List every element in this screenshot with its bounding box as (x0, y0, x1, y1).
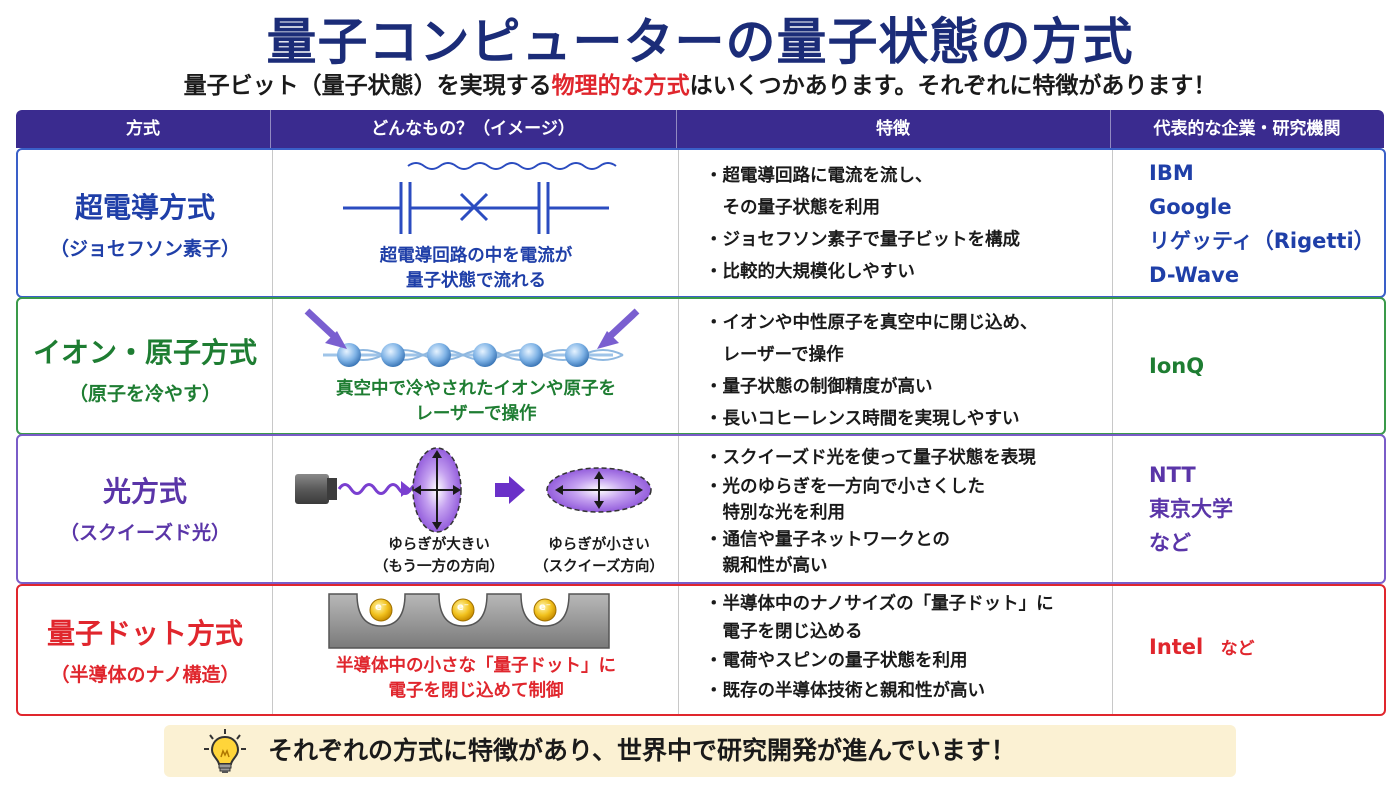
table-row-superconducting: 超電導方式 （ジョセフソン素子） 超電導回路の中を電流が 量子状態で流れる ・超… (16, 148, 1386, 298)
org-item: NTT (1149, 463, 1196, 487)
orgs-cell: IBM Google リゲッティ（Rigetti） D-Wave (1112, 150, 1385, 296)
method-name: 超電導方式 (74, 191, 215, 224)
footer-text: それぞれの方式に特徴があり、世界中で研究開発が進んでいます！ (268, 736, 1016, 765)
image-caption: 超電導回路の中を電流が 量子状態で流れる (273, 244, 679, 294)
table-row-ion-atom: イオン・原子方式 （原子を冷やす） (16, 297, 1386, 435)
feature-item: 電子を閉じ込める (705, 622, 863, 642)
caption-line: （スクイーズ方向） (534, 559, 664, 575)
feature-item: ・イオンや中性原子を真空中に閉じ込め、 (705, 313, 1038, 333)
method-name: イオン・原子方式 (32, 336, 257, 369)
org-item: 東京大学 (1149, 497, 1233, 521)
method-sub: （ジョセフソン素子） (49, 238, 240, 260)
method-sub: （原子を冷やす） (68, 383, 221, 405)
table-row-photonic: 光方式 （スクイーズド光） (16, 434, 1386, 584)
method-sub: （半導体のナノ構造） (50, 664, 240, 686)
caption-line: ゆらぎが大きい (388, 537, 490, 553)
method-name: 量子ドット方式 (46, 617, 243, 650)
caption-line: 量子状態で流れる (406, 271, 546, 291)
table-row-quantum-dot: 量子ドット方式 （半導体のナノ構造） e⁻ e⁻ e⁻ (16, 584, 1386, 716)
feature-item: ・スクイーズド光を使って量子状態を表現 (705, 448, 1036, 468)
image-caption: 半導体中の小さな「量子ドット」に 電子を閉じ込めて制御 (273, 654, 679, 704)
quantum-dot-icon (328, 593, 610, 649)
caption-line: 真空中で冷やされたイオンや原子を (336, 379, 616, 399)
image-cell: 超電導回路の中を電流が 量子状態で流れる (272, 150, 679, 296)
features-cell: ・イオンや中性原子を真空中に閉じ込め、 レーザーで操作 ・量子状態の制御精度が高… (678, 299, 1113, 433)
caption-line: 超電導回路の中を電流が (379, 246, 573, 266)
feature-item: ・既存の半導体技術と親和性が高い (705, 681, 985, 701)
page-subtitle: 量子ビット（量子状態）を実現する物理的な方式はいくつかあります。それぞれに特徴が… (0, 66, 1400, 100)
electron-label: e⁻ (456, 602, 470, 613)
method-cell: 超電導方式 （ジョセフソン素子） (18, 150, 272, 296)
header-orgs: 代表的な企業・研究機関 (1153, 119, 1341, 139)
method-cell: イオン・原子方式 （原子を冷やす） (18, 299, 272, 433)
feature-item: ・電荷やスピンの量子状態を利用 (705, 651, 968, 671)
org-item: IonQ (1149, 354, 1205, 378)
header-method: 方式 (16, 110, 271, 148)
feature-item: レーザーで操作 (705, 345, 844, 365)
josephson-circuit-icon (343, 162, 617, 234)
header-image: どんなもの？（イメージ） (270, 110, 677, 148)
feature-item: ・量子状態の制御精度が高い (705, 377, 933, 397)
lightbulb-icon (204, 729, 246, 773)
caption-left: ゆらぎが大きい （もう一方の方向） (369, 534, 509, 578)
features-cell: ・超電導回路に電流を流し、 その量子状態を利用 ・ジョセフソン素子で量子ビットを… (678, 150, 1113, 296)
org-item: D-Wave (1149, 263, 1240, 287)
image-cell: 真空中で冷やされたイオンや原子を レーザーで操作 (272, 299, 679, 433)
org-suffix: など (1220, 639, 1255, 659)
features-cell: ・スクイーズド光を使って量子状態を表現 ・光のゆらぎを一方向で小さくした 特別な… (678, 436, 1113, 582)
org-item: IBM (1149, 161, 1194, 185)
org-item: など (1149, 531, 1191, 555)
image-caption: 真空中で冷やされたイオンや原子を レーザーで操作 (273, 377, 679, 427)
feature-item: ・超電導回路に電流を流し、 (705, 166, 933, 186)
feature-item: 特別な光を利用 (705, 503, 845, 523)
subtitle-pre: 量子ビット（量子状態）を実現する (183, 73, 552, 99)
method-cell: 光方式 （スクイーズド光） (18, 436, 272, 582)
ion-chain-icon (304, 308, 640, 367)
orgs-cell: Intel など (1112, 586, 1385, 714)
subtitle-highlight: 物理的な方式 (551, 73, 690, 99)
caption-line: レーザーで操作 (415, 404, 537, 424)
feature-item: ・長いコヒーレンス時間を実現しやすい (705, 409, 1020, 429)
caption-line: 電子を閉じ込めて制御 (388, 681, 564, 701)
image-cell: ゆらぎが大きい （もう一方の方向） ゆらぎが小さい （スクイーズ方向） (272, 436, 679, 582)
electron-label: e⁻ (374, 602, 388, 613)
page-title: 量子コンピューターの量子状態の方式 (266, 13, 1134, 71)
table-header: 方式 どんなもの？（イメージ） 特徴 代表的な企業・研究機関 (16, 110, 1384, 148)
footer-banner: それぞれの方式に特徴があり、世界中で研究開発が進んでいます！ (164, 725, 1236, 777)
features-cell: ・半導体中のナノサイズの「量子ドット」に 電子を閉じ込める ・電荷やスピンの量子… (678, 586, 1113, 714)
image-cell: e⁻ e⁻ e⁻ 半導体中の小さな「量子ドット」に 電子を閉じ込めて制御 (272, 586, 679, 714)
method-cell: 量子ドット方式 （半導体のナノ構造） (18, 586, 272, 714)
method-sub: （スクイーズド光） (59, 522, 231, 544)
feature-item: ・比較的大規模化しやすい (705, 262, 915, 282)
caption-line: ゆらぎが小さい (548, 537, 650, 553)
feature-item: ・半導体中のナノサイズの「量子ドット」に (705, 594, 1054, 614)
caption-line: 半導体中の小さな「量子ドット」に (336, 656, 616, 676)
feature-item: ・通信や量子ネットワークとの (705, 530, 950, 550)
org-item: Intel (1149, 635, 1204, 659)
feature-item: その量子状態を利用 (705, 198, 880, 218)
feature-item: ・光のゆらぎを一方向で小さくした (705, 477, 985, 497)
subtitle-post: はいくつかあります。それぞれに特徴があります！ (689, 73, 1217, 99)
squeezed-light-icon (295, 447, 652, 533)
feature-item: ・ジョセフソン素子で量子ビットを構成 (705, 230, 1020, 250)
orgs-cell: NTT 東京大学 など (1112, 436, 1385, 582)
org-item: リゲッティ（Rigetti） (1149, 229, 1375, 253)
method-name: 光方式 (102, 475, 187, 508)
orgs-cell: IonQ (1112, 299, 1385, 433)
caption-right: ゆらぎが小さい （スクイーズ方向） (527, 534, 671, 578)
electron-label: e⁻ (538, 602, 552, 613)
header-features: 特徴 (676, 110, 1111, 148)
feature-item: 親和性が高い (705, 556, 828, 576)
caption-line: （もう一方の方向） (373, 559, 505, 575)
org-item: Google (1149, 195, 1232, 219)
